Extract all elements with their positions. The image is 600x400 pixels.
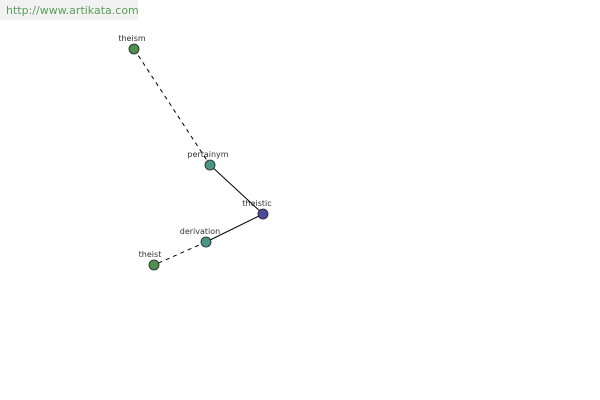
edge-theism-pertainym xyxy=(133,48,211,166)
source-link[interactable]: http://www.artikata.com xyxy=(6,4,139,17)
node-label-theistic: theistic xyxy=(242,199,271,208)
node-theistic[interactable] xyxy=(257,208,269,220)
edges-layer xyxy=(133,48,264,266)
node-theism[interactable] xyxy=(128,43,140,55)
edge-theistic-derivation xyxy=(205,213,264,243)
source-banner: http://www.artikata.com xyxy=(0,0,139,20)
node-label-theist: theist xyxy=(139,250,162,259)
node-derivation[interactable] xyxy=(200,236,212,248)
node-label-theism: theism xyxy=(118,34,146,43)
node-label-pertainym: pertainym xyxy=(187,150,228,159)
node-theist[interactable] xyxy=(148,259,160,271)
node-label-derivation: derivation xyxy=(180,227,220,236)
node-pertainym[interactable] xyxy=(204,159,216,171)
edge-pertainym-theistic xyxy=(209,164,264,215)
edge-derivation-theist xyxy=(153,241,207,266)
nodes-layer: theism pertainym theistic derivation theist xyxy=(118,34,272,271)
